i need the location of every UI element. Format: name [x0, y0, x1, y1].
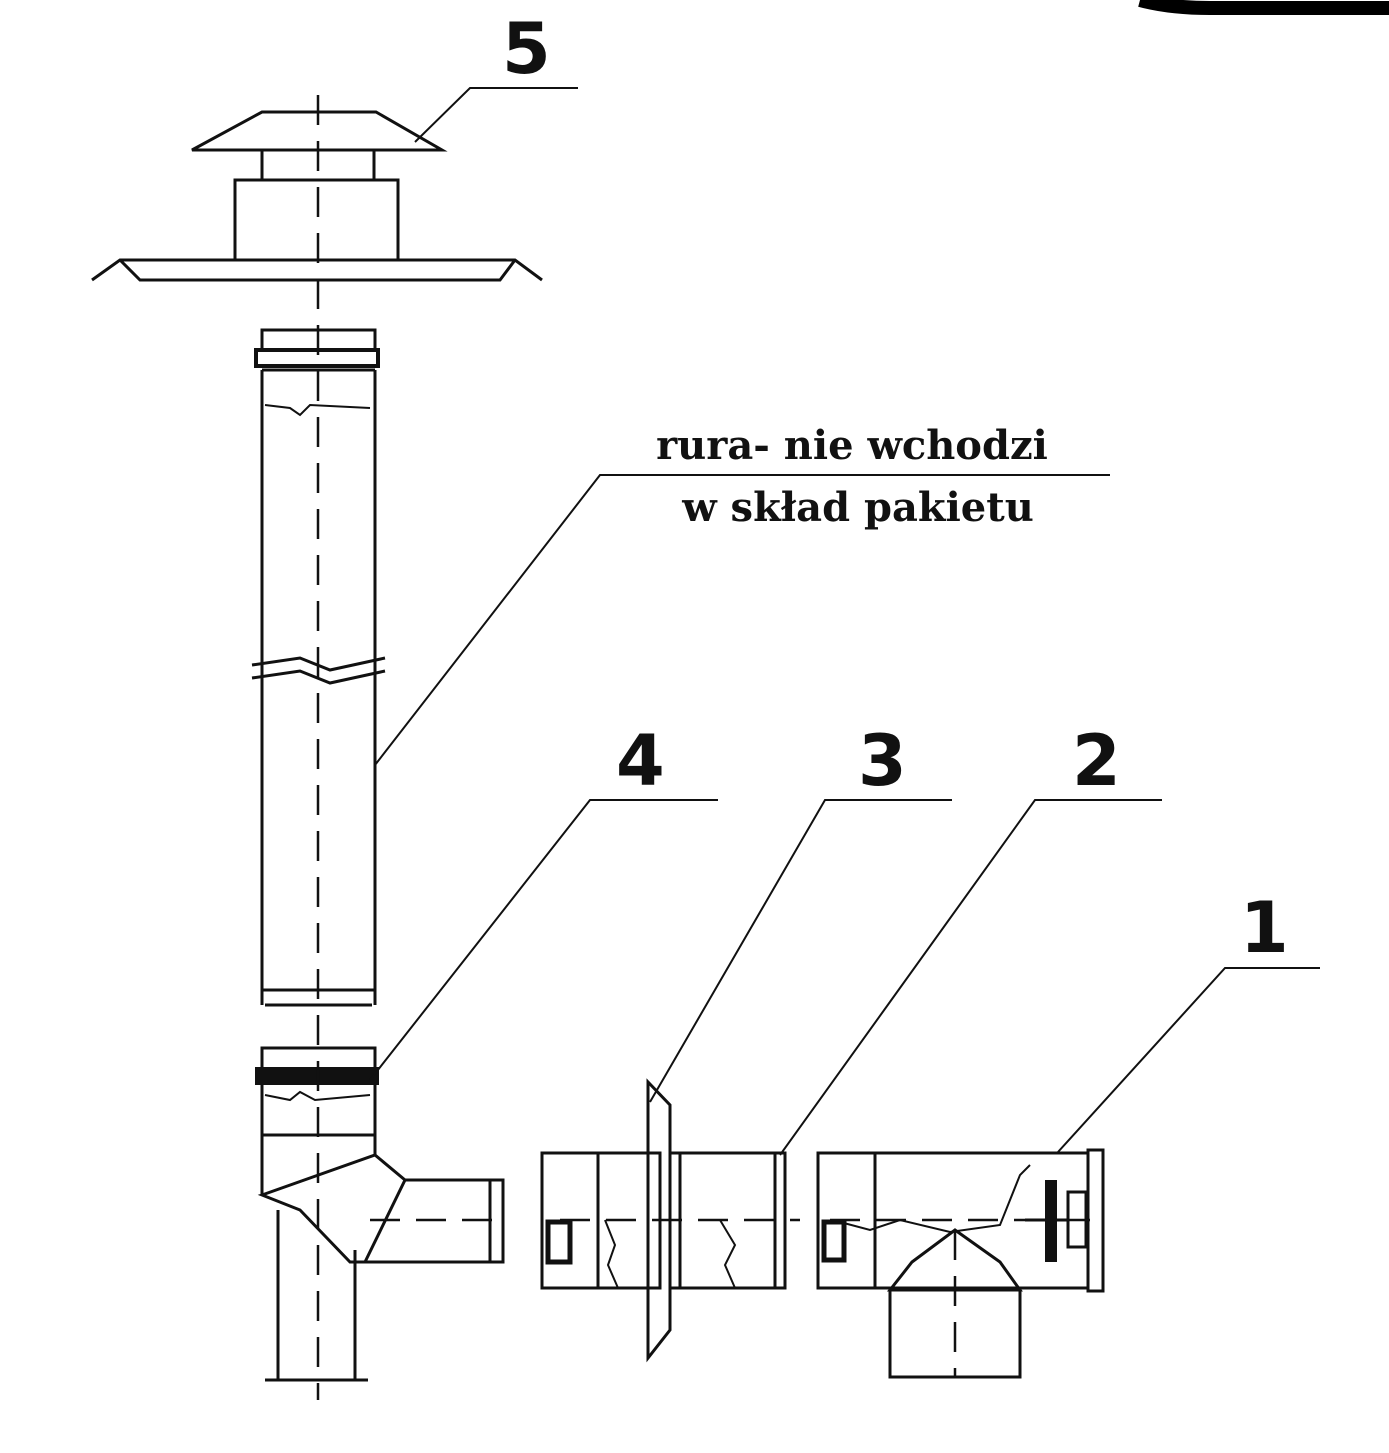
inspection-tee	[816, 1148, 1105, 1379]
part-label-3: 3	[858, 720, 907, 802]
part-label-2: 2	[1072, 720, 1121, 802]
note-line-2: w skład pakietu	[682, 484, 1034, 531]
part-label-5: 5	[502, 8, 551, 90]
pipe	[251, 328, 386, 1007]
wall-sleeve	[540, 1078, 800, 1363]
leader-lines	[369, 87, 1320, 1156]
corner-frame	[1138, 0, 1389, 15]
tee-elbow	[255, 1046, 505, 1382]
part-label-1: 1	[1240, 887, 1289, 969]
note-line-1: rura- nie wchodzi	[656, 422, 1048, 469]
part-label-4: 4	[616, 720, 665, 802]
